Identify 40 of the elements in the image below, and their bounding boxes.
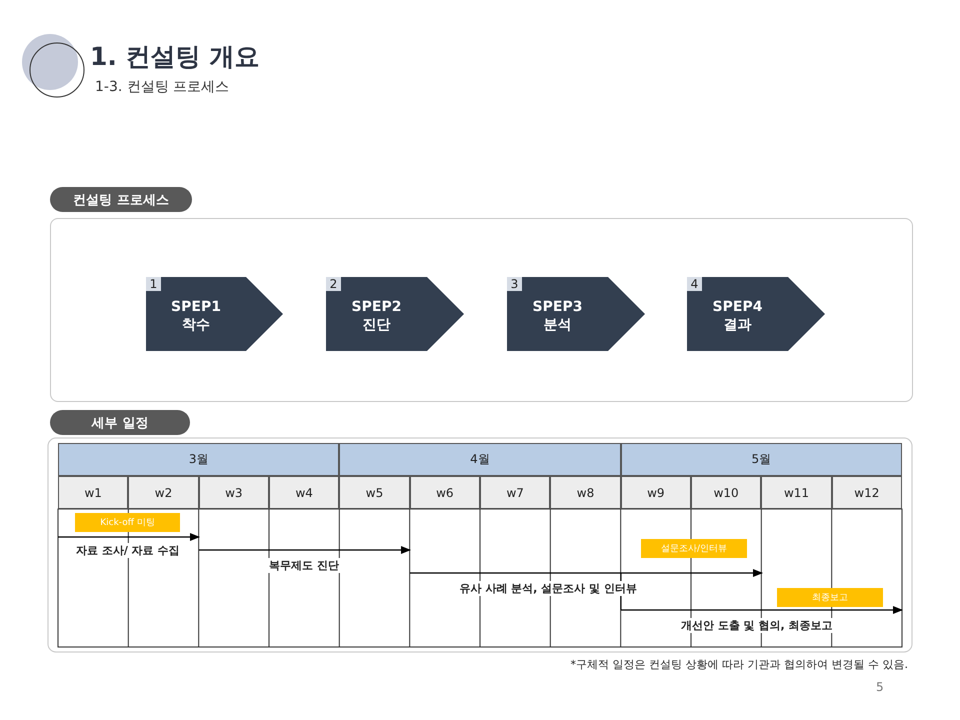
milestone-bar: 설문조사/인터뷰 — [641, 539, 747, 558]
step-label: SPEP4 결과 — [712, 298, 764, 335]
footnote: *구체적 일정은 컨설팅 상황에 따라 기관과 협의하여 변경될 수 있음. — [570, 657, 908, 672]
week-header: w5 — [339, 476, 410, 509]
week-header: w3 — [198, 476, 269, 509]
week-header: w9 — [620, 476, 691, 509]
month-header: 4월 — [339, 443, 621, 476]
step-number: 1 — [146, 277, 161, 291]
milestone-bar: 최종보고 — [777, 588, 883, 607]
month-header: 5월 — [620, 443, 902, 476]
task-label: 유사 사례 분석, 설문조사 및 인터뷰 — [458, 581, 639, 596]
step-chevron — [507, 277, 645, 351]
week-header: w7 — [480, 476, 550, 509]
section-pill: 세부 일정 — [50, 410, 190, 435]
step-chevron — [687, 277, 825, 351]
step-label: SPEP3 분석 — [532, 298, 584, 335]
week-header: w8 — [550, 476, 621, 509]
month-header: 3월 — [58, 443, 340, 476]
title: 1. 컨설팅 개요 — [90, 41, 260, 73]
panel — [50, 218, 913, 402]
step-label: SPEP1 착수 — [170, 298, 222, 335]
step-number: 2 — [326, 277, 341, 291]
week-header: w11 — [761, 476, 832, 509]
step-label: SPEP2 진단 — [350, 298, 402, 335]
step-chevron — [146, 277, 283, 351]
week-header: w1 — [58, 476, 128, 509]
week-header: w6 — [410, 476, 480, 509]
week-header: w12 — [832, 476, 902, 509]
section-pill: 컨설팅 프로세스 — [50, 187, 192, 212]
task-label: 개선안 도출 및 협의, 최종보고 — [679, 618, 834, 633]
subtitle: 1-3. 컨설팅 프로세스 — [95, 78, 230, 96]
step-chevron — [326, 277, 464, 351]
week-header: w2 — [128, 476, 199, 509]
milestone-bar: Kick-off 미팅 — [75, 513, 180, 532]
page-number: 5 — [876, 680, 884, 694]
task-label: 복무제도 진단 — [267, 558, 341, 573]
week-header: w10 — [691, 476, 762, 509]
step-number: 3 — [507, 277, 522, 291]
step-number: 4 — [687, 277, 702, 291]
week-header: w4 — [269, 476, 340, 509]
